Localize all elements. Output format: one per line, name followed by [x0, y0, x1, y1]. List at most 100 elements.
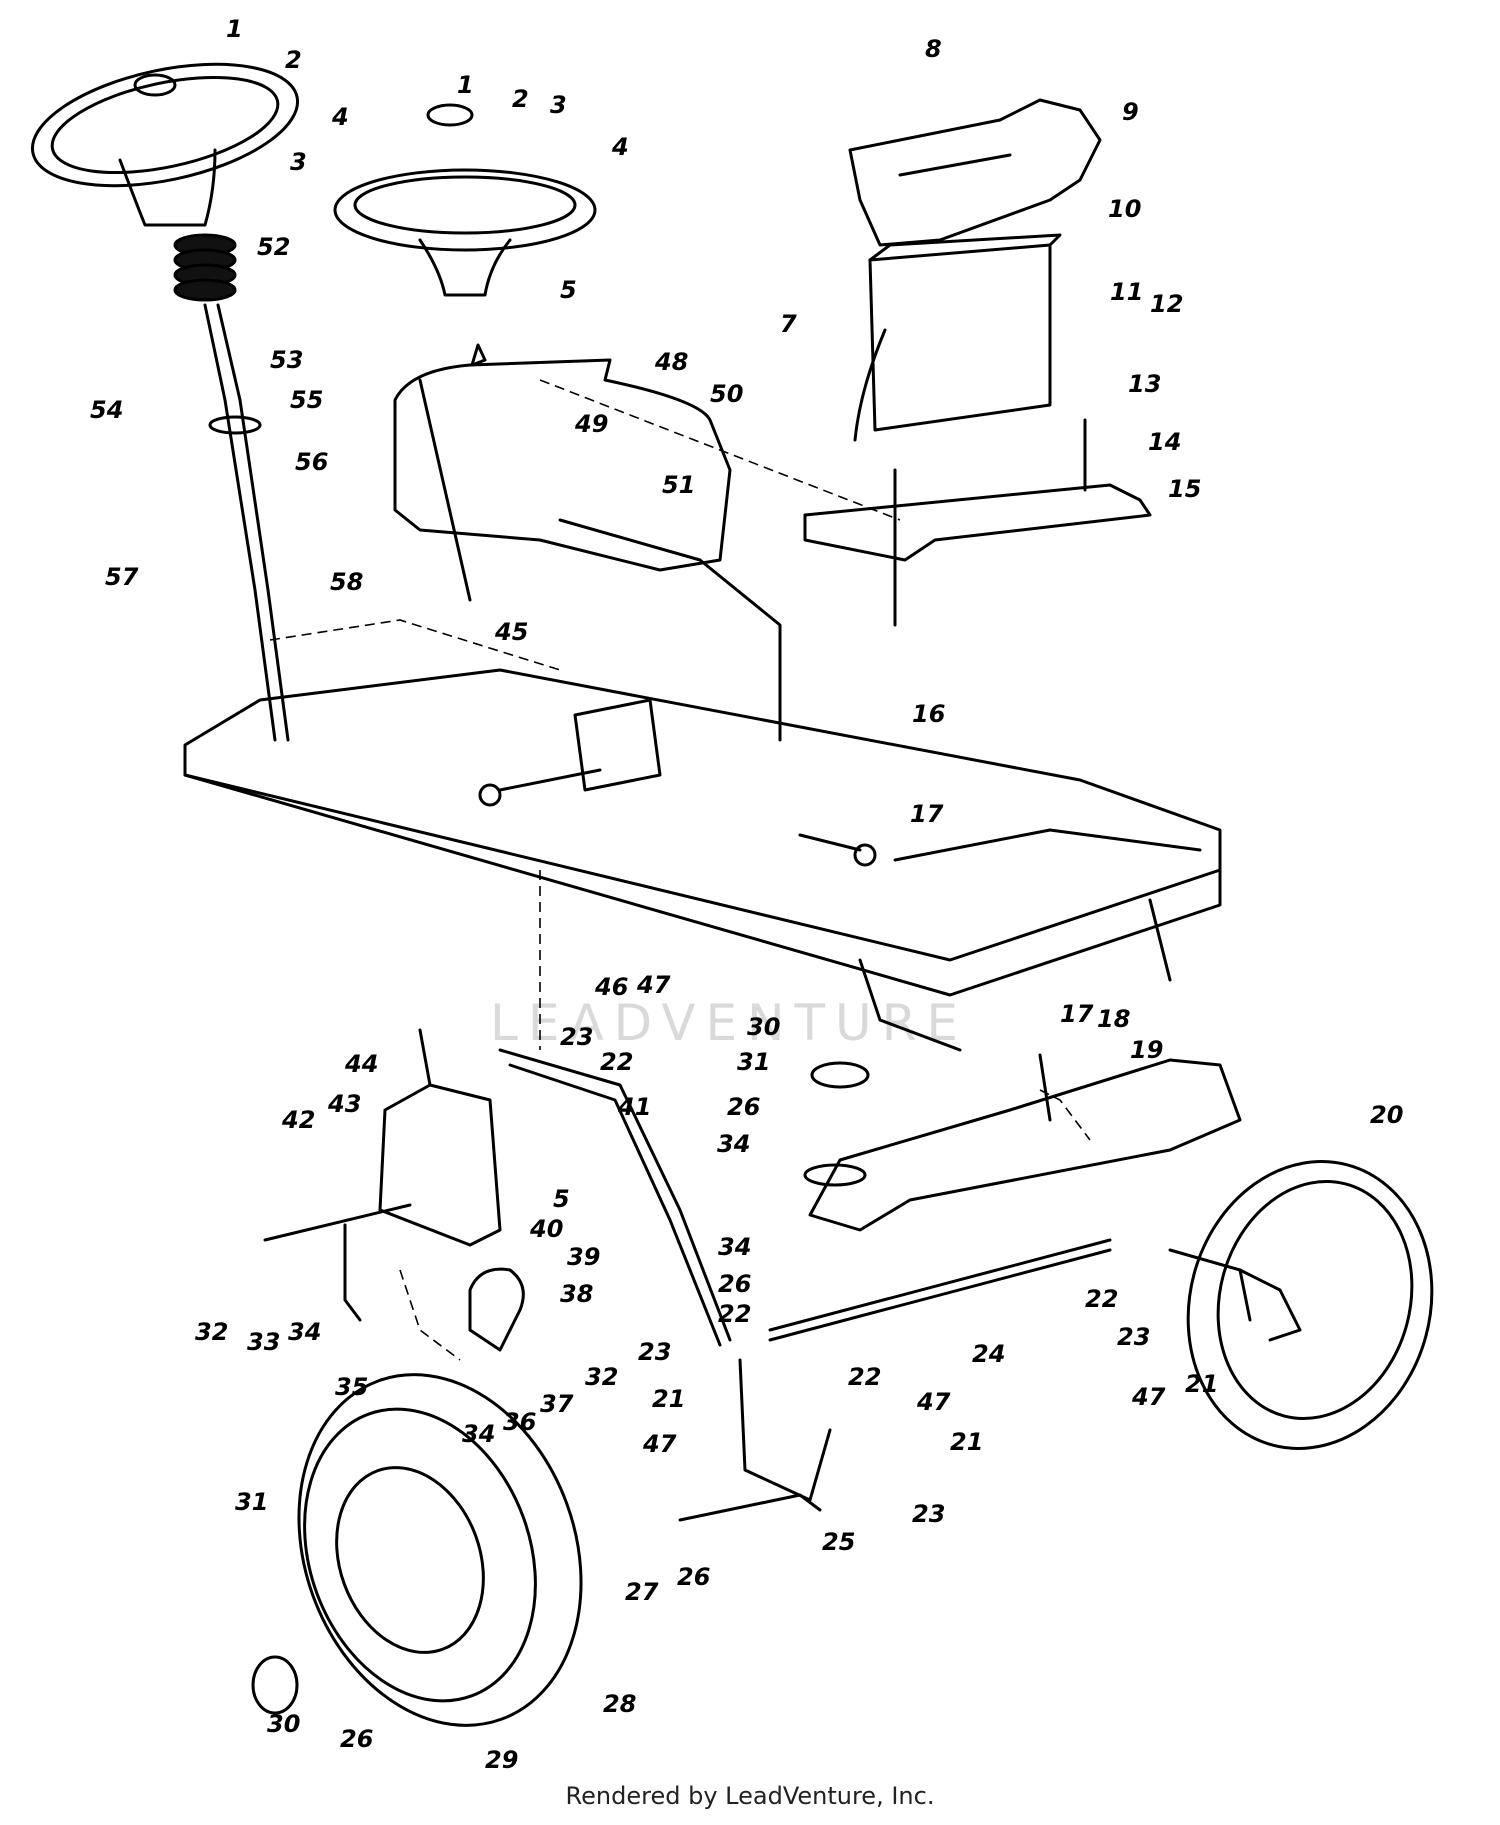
steering-wheel-center: [333, 103, 597, 367]
label-40: 40: [529, 1215, 563, 1243]
label-30: 30: [747, 1013, 780, 1041]
label-32: 32: [195, 1318, 228, 1346]
front-axle: [803, 1053, 1242, 1232]
label-47c: 47: [916, 1388, 951, 1416]
label-23: 23: [560, 1023, 593, 1051]
label-24: 24: [972, 1340, 1005, 1368]
label-26b: 26: [718, 1270, 751, 1298]
label-5b: 5: [553, 1185, 570, 1213]
spindle-left: [678, 1358, 832, 1522]
label-49: 49: [574, 410, 608, 438]
wheel-right: [1186, 1160, 1434, 1450]
assembly-line-5: [1039, 1089, 1091, 1141]
label-3b: 3: [550, 91, 567, 119]
label-11: 11: [1110, 278, 1143, 306]
label-26d: 26: [340, 1725, 373, 1753]
label-34c: 34: [462, 1420, 495, 1448]
label-3: 3: [290, 148, 307, 176]
label-1b: 1: [457, 71, 474, 99]
label-52: 52: [257, 233, 290, 261]
label-1: 1: [226, 15, 243, 43]
label-47b: 47: [642, 1430, 677, 1458]
label-27: 27: [625, 1578, 659, 1606]
label-16: 16: [912, 700, 945, 728]
label-23d: 23: [1117, 1323, 1150, 1351]
label-9: 9: [1122, 98, 1139, 126]
label-31: 31: [737, 1048, 770, 1076]
label-57: 57: [105, 563, 139, 591]
label-56: 56: [295, 448, 328, 476]
label-32b: 32: [585, 1363, 618, 1391]
label-8: 8: [925, 35, 942, 63]
pitman-shaft: [263, 1203, 412, 1322]
part-labels: 1 2 3 4 52 53 54 55 56 57 58 1 2 3 4 5 4…: [90, 15, 1403, 1774]
label-22d: 22: [1085, 1285, 1118, 1313]
label-55: 55: [290, 386, 323, 414]
label-7: 7: [780, 310, 797, 338]
label-42: 42: [281, 1106, 315, 1134]
spring: [173, 233, 237, 302]
label-14: 14: [1148, 428, 1181, 456]
label-13: 13: [1128, 370, 1161, 398]
label-46: 46: [594, 973, 628, 1001]
label-17b: 17: [1060, 1000, 1094, 1028]
label-38: 38: [560, 1280, 593, 1308]
assembly-line-2: [269, 619, 561, 671]
label-36: 36: [503, 1408, 536, 1436]
label-28: 28: [603, 1690, 636, 1718]
label-12: 12: [1150, 290, 1183, 318]
label-26: 26: [727, 1093, 760, 1121]
label-2: 2: [285, 46, 302, 74]
label-19: 19: [1130, 1036, 1163, 1064]
label-23b: 23: [638, 1338, 671, 1366]
label-53: 53: [270, 346, 303, 374]
label-33: 33: [247, 1328, 280, 1356]
label-50: 50: [710, 380, 743, 408]
spindle-right: [1168, 1248, 1302, 1342]
label-51: 51: [662, 471, 695, 499]
label-44: 44: [344, 1050, 378, 1078]
label-21c: 21: [1185, 1370, 1218, 1398]
label-10: 10: [1108, 195, 1141, 223]
label-37: 37: [540, 1390, 574, 1418]
label-34: 34: [717, 1130, 750, 1158]
footer-credit: Rendered by LeadVenture, Inc.: [565, 1782, 935, 1810]
label-47d: 47: [1131, 1383, 1166, 1411]
label-30b: 30: [267, 1710, 300, 1738]
assembly-line-4: [399, 1269, 461, 1361]
tie-rod: [768, 1238, 1112, 1342]
watermark: LEADVENTURE: [490, 994, 968, 1052]
steering-gear-bracket: [378, 1028, 502, 1247]
steering-bracket-frame: [478, 698, 662, 807]
label-17: 17: [910, 800, 944, 828]
bolt-16: [798, 833, 877, 867]
battery: [853, 233, 1062, 442]
steering-shaft: [203, 303, 290, 742]
label-2b: 2: [512, 85, 529, 113]
dash-panel: [393, 358, 782, 742]
steering-wheel-left: [30, 62, 300, 227]
label-54: 54: [90, 396, 123, 424]
label-21: 21: [652, 1385, 685, 1413]
label-43: 43: [327, 1090, 361, 1118]
label-15: 15: [1168, 475, 1201, 503]
label-22b: 22: [718, 1300, 751, 1328]
label-21b: 21: [950, 1428, 983, 1456]
label-5: 5: [560, 276, 577, 304]
label-29: 29: [485, 1746, 518, 1774]
label-58: 58: [330, 568, 363, 596]
label-22c: 22: [848, 1363, 881, 1391]
label-35: 35: [335, 1373, 368, 1401]
label-47: 47: [636, 971, 671, 999]
label-39: 39: [567, 1243, 600, 1271]
label-34b: 34: [288, 1318, 321, 1346]
label-45: 45: [494, 618, 528, 646]
label-34d: 34: [718, 1233, 751, 1261]
wheel-left: [297, 1373, 583, 1727]
label-25: 25: [822, 1528, 855, 1556]
label-31b: 31: [235, 1488, 268, 1516]
battery-tray: [803, 418, 1152, 627]
label-4b: 4: [611, 133, 629, 161]
label-22: 22: [600, 1048, 633, 1076]
